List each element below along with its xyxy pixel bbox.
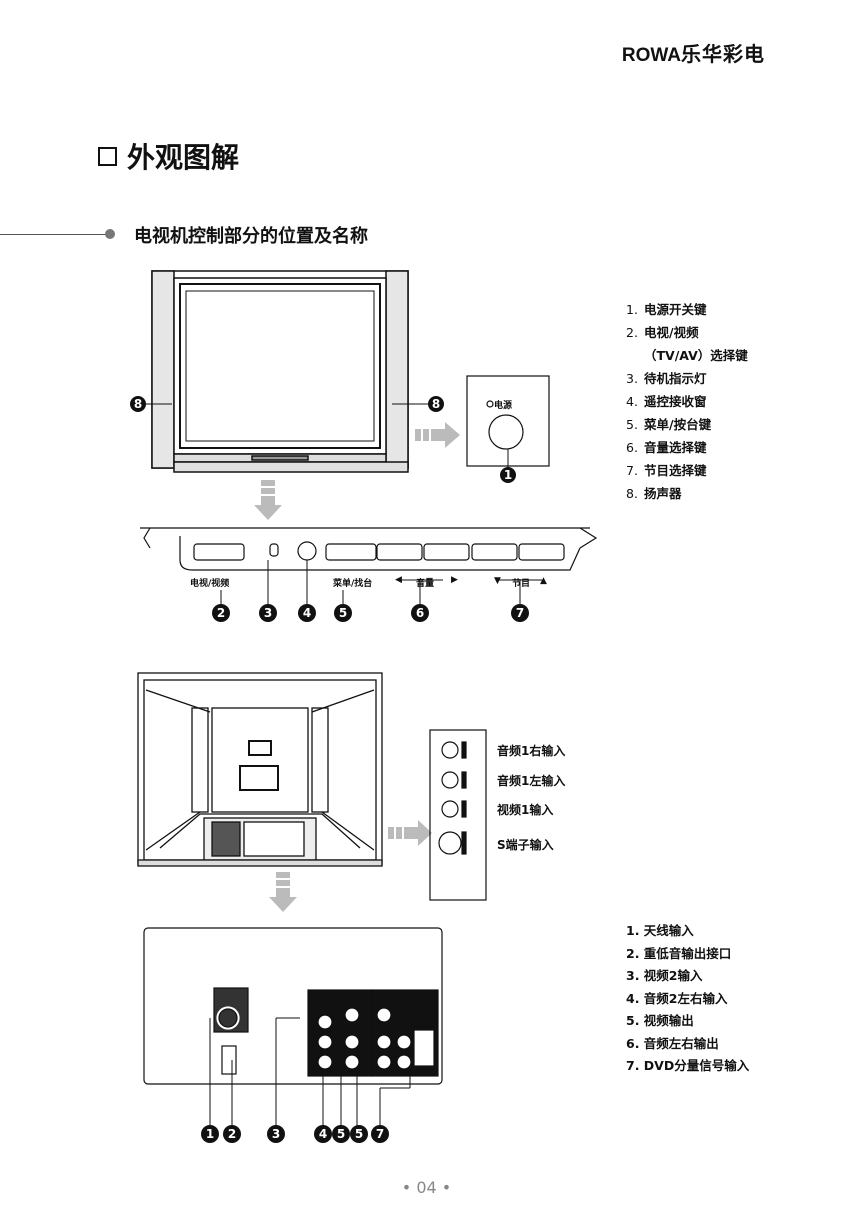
callout-markers-rear: 1 2 3 4 5 5 7	[201, 1125, 389, 1143]
legend-item: 7. DVD分量信号输入	[626, 1058, 750, 1073]
legend-item: 2. 重低音输出接口	[626, 945, 732, 961]
page-number-dot-right: •	[436, 1178, 452, 1197]
page-title: 外观图解	[98, 136, 239, 176]
callout-markers-front: 8 8 1	[130, 396, 516, 483]
callout-power-label: 1	[504, 468, 512, 482]
page-number: • 04 •	[0, 1178, 853, 1197]
callout-rear-1: 1	[206, 1127, 214, 1141]
legend-item: （TV/AV）选择键	[644, 348, 748, 363]
panel-label-menu: 菜单/找台	[333, 579, 373, 589]
brand-latin: ROWA	[621, 45, 681, 66]
panel-label-program: 节目	[512, 579, 531, 589]
legend-item: 2.电视/视频	[626, 325, 699, 340]
legend-item: 6. 音频左右输出	[626, 1035, 719, 1051]
callout-panel-5: 5	[339, 606, 347, 620]
subheading: 电视机控制部分的位置及名称	[134, 226, 368, 247]
legend-item: 3. 视频2输入	[626, 968, 703, 983]
callout-panel-7: 7	[516, 606, 524, 620]
side-port-label: 视频1输入	[497, 803, 554, 817]
square-bullet-icon	[98, 146, 117, 166]
page-number-text: 04	[416, 1178, 437, 1197]
brand-logo: ROWA乐华彩电	[622, 38, 765, 67]
callout-speaker-left-label: 8	[134, 397, 142, 411]
arrow-right-rear-icon	[388, 820, 432, 846]
callout-markers-panel: 2 3 4 5 6 7	[212, 604, 529, 622]
callout-panel-4: 4	[303, 606, 311, 620]
side-port-label: S端子输入	[497, 838, 554, 852]
legend-item: 1.电源开关键	[626, 302, 707, 317]
callout-rear-3: 3	[272, 1127, 280, 1141]
callout-speaker-left	[130, 396, 146, 412]
panel-label-prog-up: ▲	[540, 576, 547, 586]
panel-label-tv-av: 电视/视频	[190, 579, 230, 589]
callout-rear-4: 4	[319, 1127, 327, 1141]
legend-item: 1. 天线输入	[626, 923, 694, 938]
callout-panel-3: 3	[264, 606, 272, 620]
brand-chinese: 乐华彩电	[681, 44, 765, 66]
legend-item: 6.音量选择键	[626, 440, 707, 455]
callout-panel-2: 2	[217, 606, 225, 620]
panel-label-vol-left: ◀	[395, 575, 402, 585]
panel-label-vol-right: ▶	[451, 575, 458, 585]
panel-leader-lines	[220, 560, 542, 604]
power-panel-label: 电源	[494, 401, 513, 411]
panel-label-volume: 音量	[416, 579, 435, 589]
side-port-label: 音频1右输入	[497, 744, 566, 758]
page-title-text: 外观图解	[127, 141, 240, 174]
panel-label-prog-down: ▼	[494, 576, 501, 586]
legend-item: 3.待机指示灯	[626, 371, 707, 386]
side-av-panel-drawing	[429, 729, 487, 901]
callout-rear-2: 2	[228, 1127, 236, 1141]
rear-connector-panel-drawing	[143, 927, 443, 1085]
front-legend: 1.电源开关键 2.电视/视频 （TV/AV）选择键 3.待机指示灯 4.遥控接…	[626, 298, 748, 505]
subheading-dot-icon	[105, 229, 115, 239]
arrow-down-rear-icon	[269, 872, 297, 912]
callout-speaker-right	[428, 396, 444, 412]
tv-rear-drawing	[137, 672, 383, 867]
arrow-right-icon	[415, 422, 460, 448]
rear-leader-lines	[209, 1017, 411, 1126]
legend-item: 7.节目选择键	[626, 463, 707, 478]
callout-panel-6: 6	[416, 606, 424, 620]
side-port-label: 音频1左输入	[497, 774, 566, 788]
legend-item: 5.菜单/按台键	[626, 417, 712, 432]
control-strip-drawing	[140, 527, 598, 571]
rear-legend: 1. 天线输入 2. 重低音输出接口 3. 视频2输入 4. 音频2左右输入 5…	[626, 920, 749, 1078]
legend-item: 8.扬声器	[626, 486, 682, 501]
callout-rear-5a: 5	[337, 1127, 345, 1141]
callout-rear-7: 7	[376, 1127, 384, 1141]
callout-power	[500, 467, 516, 483]
legend-item: 5. 视频输出	[626, 1013, 694, 1028]
callout-rear-5b: 5	[355, 1127, 363, 1141]
page-number-dot-left: •	[401, 1178, 417, 1197]
arrow-down-icon	[254, 480, 282, 520]
tv-front-drawing	[151, 270, 409, 473]
callout-speaker-right-label: 8	[432, 397, 440, 411]
legend-item: 4. 音频2左右输入	[626, 990, 728, 1006]
legend-item: 4.遥控接收窗	[626, 394, 707, 409]
subheading-rule	[0, 234, 110, 235]
